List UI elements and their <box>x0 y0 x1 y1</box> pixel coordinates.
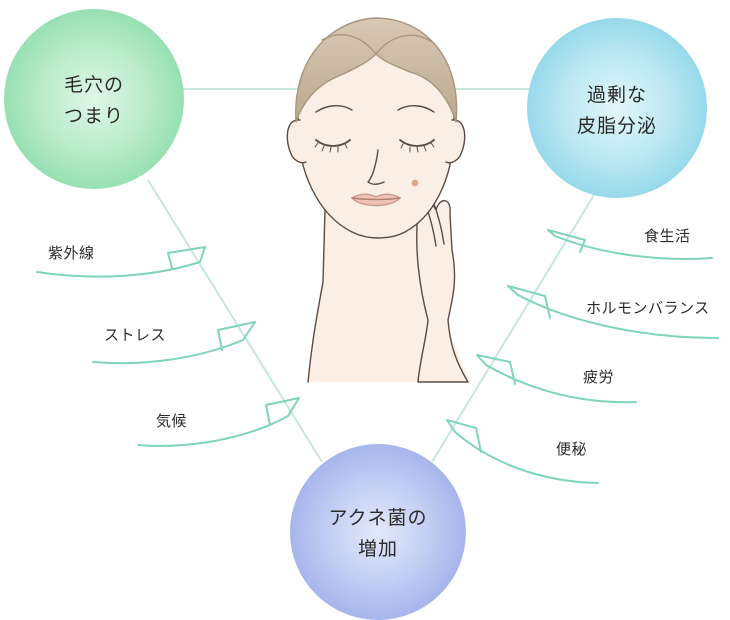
factor-constipation: 便秘 <box>556 440 588 458</box>
circle-label-sebum: 過剰な 皮脂分泌 <box>557 80 677 142</box>
eyebrow-left <box>315 105 353 113</box>
wave-stress <box>92 321 256 365</box>
watercolor-green-circle <box>4 9 184 189</box>
nose <box>367 149 385 185</box>
factor-uv: 紫外線 <box>48 244 95 262</box>
right-factor-waves <box>446 229 719 484</box>
connector-right-diagonal <box>431 184 601 463</box>
connector-left-diagonal <box>147 179 323 463</box>
hand <box>414 191 469 383</box>
pores-line2: つまり <box>63 105 124 127</box>
pimple <box>411 179 419 187</box>
ear-left <box>286 119 307 164</box>
factor-hormone: ホルモンバランス <box>586 299 710 317</box>
wave-fatigue <box>476 354 637 404</box>
factor-diet: 食生活 <box>644 227 691 245</box>
wave-constipation <box>446 419 599 484</box>
ear-right <box>445 119 466 164</box>
eye-right <box>399 139 435 147</box>
pores-line1: 毛穴の <box>63 74 124 96</box>
circle-label-acne: アクネ菌の 増加 <box>303 503 453 565</box>
acne-line1: アクネ菌の <box>328 507 428 529</box>
left-factor-waves <box>36 246 300 447</box>
factor-climate: 気候 <box>156 412 188 430</box>
connector-lines <box>147 88 601 463</box>
woman-face-illustration <box>286 17 470 383</box>
sebum-line2: 皮脂分泌 <box>576 115 657 137</box>
sebum-line1: 過剰な <box>586 84 647 106</box>
wave-uv <box>36 246 206 278</box>
eye-left <box>315 139 351 147</box>
watercolor-purple-circle <box>290 444 466 620</box>
circle-label-pores: 毛穴の つまり <box>34 70 154 132</box>
acne-line2: 増加 <box>357 538 398 560</box>
wave-climate <box>137 397 300 447</box>
factor-stress: ストレス <box>104 326 167 344</box>
hair <box>295 17 458 123</box>
eyebrow-right <box>397 105 435 113</box>
wave-diet <box>547 229 713 261</box>
watercolor-blue-circle <box>527 18 707 198</box>
wave-hormone <box>507 285 719 339</box>
factor-fatigue: 疲労 <box>583 368 615 386</box>
